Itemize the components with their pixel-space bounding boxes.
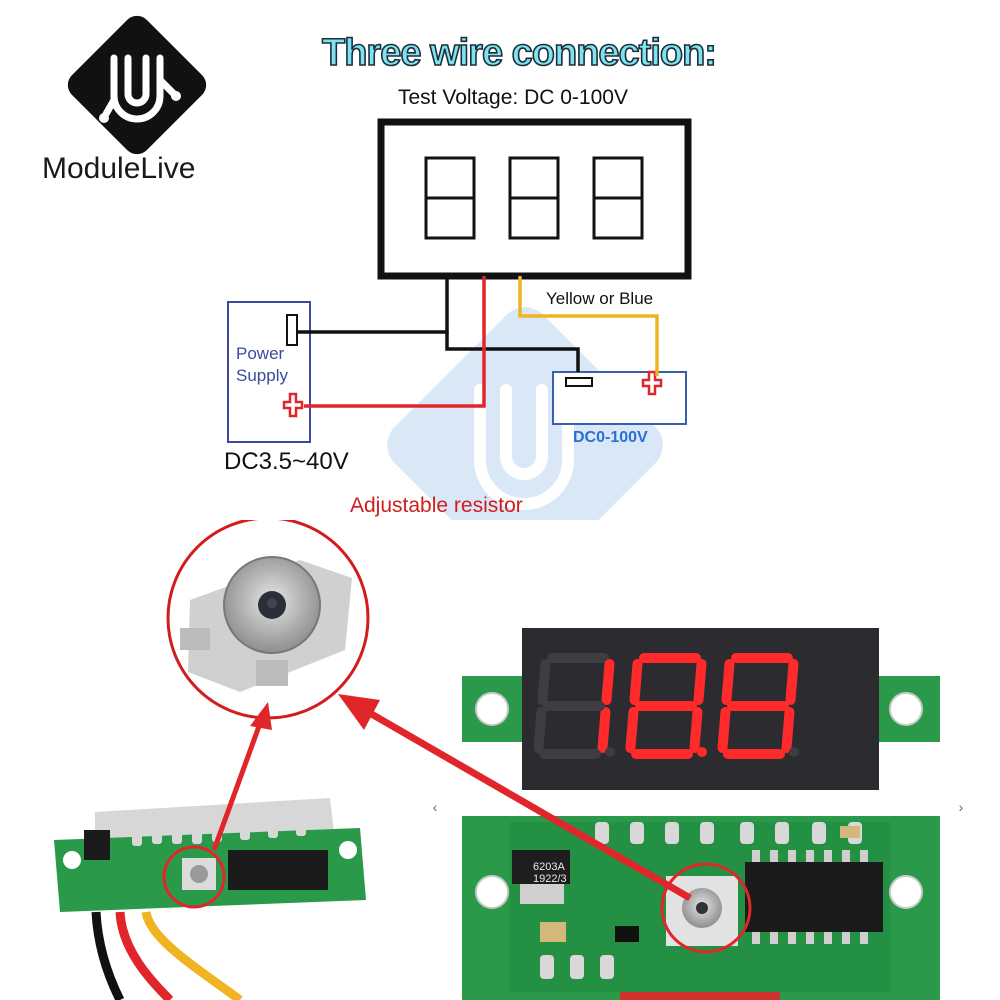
led-segment <box>785 659 799 705</box>
led-segment <box>537 659 551 705</box>
led-segment <box>629 659 643 705</box>
led-segment <box>625 707 639 753</box>
chip-marking-1: 6203A <box>533 861 565 873</box>
led-segment <box>689 707 703 753</box>
potentiometer-zoom-circle <box>166 520 370 720</box>
led-segment <box>693 659 707 705</box>
yellow-or-blue-label: Yellow or Blue <box>546 289 654 308</box>
led-segment <box>717 707 731 753</box>
led-segment <box>781 707 795 753</box>
led-decimal-point <box>605 747 615 757</box>
wiring-diagram <box>227 118 692 520</box>
power-supply-plus-icon <box>282 392 304 418</box>
voltage-regulator <box>512 850 570 884</box>
led-segment <box>597 707 611 753</box>
source-plus-icon <box>641 370 663 396</box>
adjustable-resistor-label: Adjustable resistor <box>350 494 523 517</box>
red-wire <box>304 276 486 408</box>
module-live-logo-icon <box>67 15 207 155</box>
led-decimal-point <box>697 747 707 757</box>
diagram-title: Three wire connection: <box>321 31 718 75</box>
led-segment-reading <box>533 653 799 759</box>
power-supply-minus-terminal <box>286 314 298 346</box>
yellow-wire <box>518 276 659 376</box>
power-supply-range-label: DC3.5~40V <box>224 448 349 475</box>
led-segment <box>533 707 547 753</box>
measured-source-label: DC0-100V <box>573 429 648 446</box>
product-photos: 6203A 1922/3 <box>54 520 940 1000</box>
power-supply-label: Power Supply <box>236 344 288 385</box>
voltmeter-board-side <box>54 798 366 1000</box>
diagram-subtitle: Test Voltage: DC 0-100V <box>398 86 628 109</box>
led-segment <box>601 659 615 705</box>
led-segment <box>721 659 735 705</box>
brand-name-part1: Module <box>42 152 141 185</box>
brand-name: ModuleLive <box>42 152 195 186</box>
pointer-arrow <box>211 694 692 902</box>
display-digit-outline <box>424 156 644 240</box>
chevron-right-icon[interactable]: › <box>958 799 964 815</box>
black-wire <box>297 276 580 372</box>
source-minus-icon <box>565 377 593 387</box>
ic-chip <box>745 862 883 932</box>
resistor-highlight-left <box>162 845 226 909</box>
chevron-left-icon[interactable]: ‹ <box>432 799 438 815</box>
led-decimal-point <box>789 747 799 757</box>
brand-name-part2: Live <box>140 152 196 185</box>
resistor-highlight-right <box>660 862 752 954</box>
chip-marking-2: 1922/3 <box>533 873 567 885</box>
